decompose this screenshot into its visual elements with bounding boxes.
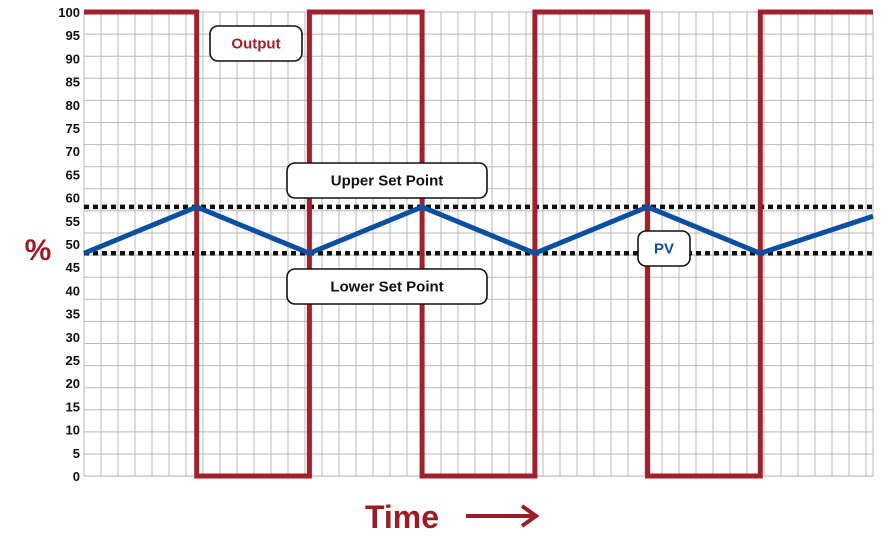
y-tick-label: 100 xyxy=(58,5,80,20)
y-axis-ticks: 1009590858075706560555045403530252015105… xyxy=(58,5,80,484)
y-tick-label: 20 xyxy=(66,376,80,391)
y-axis-label: % xyxy=(25,234,52,267)
grid xyxy=(83,11,874,477)
y-tick-label: 70 xyxy=(66,144,80,159)
y-tick-label: 40 xyxy=(66,283,80,298)
y-tick-label: 15 xyxy=(66,399,80,414)
output-callout: Output xyxy=(209,25,303,62)
plot-area xyxy=(83,11,874,477)
y-tick-label: 5 xyxy=(73,446,80,461)
upper-set-point-callout-label: Upper Set Point xyxy=(331,173,444,190)
y-tick-label: 10 xyxy=(66,423,80,438)
pv-callout: PV xyxy=(637,230,691,267)
y-tick-label: 90 xyxy=(66,51,80,66)
y-tick-label: 35 xyxy=(66,307,80,322)
y-tick-label: 30 xyxy=(66,330,80,345)
set-point-lines xyxy=(84,204,873,256)
pv-callout-label: PV xyxy=(654,241,674,258)
pv-series-line xyxy=(83,204,874,257)
y-tick-label: 75 xyxy=(66,121,80,136)
series-group xyxy=(83,9,874,479)
x-axis-label: Time xyxy=(365,499,439,535)
output-series-line xyxy=(84,9,873,479)
y-tick-label: 55 xyxy=(66,214,80,229)
y-tick-label: 25 xyxy=(66,353,80,368)
y-tick-label: 50 xyxy=(66,237,80,252)
upper-set-point-callout: Upper Set Point xyxy=(286,162,488,199)
y-tick-label: 45 xyxy=(66,260,80,275)
y-tick-label: 95 xyxy=(66,28,80,43)
y-tick-label: 80 xyxy=(66,98,80,113)
y-tick-label: 85 xyxy=(66,75,80,90)
output-callout-label: Output xyxy=(231,36,280,53)
right-arrow-icon xyxy=(466,504,540,528)
y-tick-label: 65 xyxy=(66,167,80,182)
y-tick-label: 0 xyxy=(73,469,80,484)
lower-set-point-callout-label: Lower Set Point xyxy=(330,279,443,296)
y-tick-label: 60 xyxy=(66,191,80,206)
lower-set-point-callout: Lower Set Point xyxy=(286,268,488,305)
